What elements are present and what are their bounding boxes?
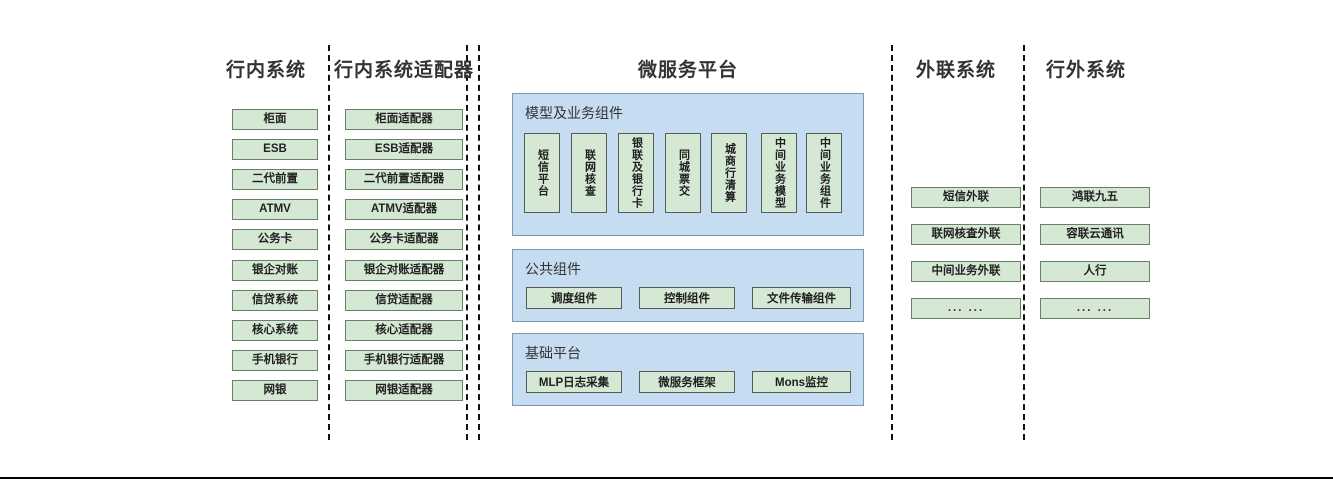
list-item[interactable]: 银企对账 [232, 260, 318, 281]
component-node[interactable]: 文件传输组件 [752, 287, 851, 309]
column-header-internal-systems: 行内系统 [225, 60, 306, 81]
vertical-node[interactable]: 城商行清算 [711, 133, 747, 213]
component-node[interactable]: MLP日志采集 [526, 371, 622, 393]
list-item[interactable]: ATMV适配器 [345, 199, 463, 220]
divider-adapter-platform-left [466, 45, 468, 440]
column-header-internal-adapters: 行内系统适配器 [333, 60, 474, 81]
column-header-outside-bank-systems: 行外系统 [1045, 60, 1126, 81]
component-node[interactable]: 调度组件 [526, 287, 622, 309]
list-item[interactable]: 核心适配器 [345, 320, 463, 341]
vertical-node-label: 城商行清算 [723, 143, 736, 203]
vertical-node-label: 中间业务组件 [818, 137, 831, 209]
list-item[interactable]: 容联云通讯 [1040, 224, 1150, 245]
panel-public-components: 公共组件 [512, 249, 864, 322]
vertical-node[interactable]: 银联及银行卡 [618, 133, 654, 213]
panel-base-platform: 基础平台 [512, 333, 864, 406]
list-item[interactable]: 人行 [1040, 261, 1150, 282]
list-item[interactable]: 信贷适配器 [345, 290, 463, 311]
list-item[interactable]: 柜面适配器 [345, 109, 463, 130]
list-item[interactable]: ESB [232, 139, 318, 160]
list-item[interactable]: 网银 [232, 380, 318, 401]
vertical-node-label: 中间业务模型 [773, 137, 786, 209]
vertical-node-label: 短信平台 [536, 149, 549, 197]
list-item[interactable]: 鸿联九五 [1040, 187, 1150, 208]
list-item[interactable]: 二代前置 [232, 169, 318, 190]
vertical-node[interactable]: 同城票交 [665, 133, 701, 213]
list-item[interactable]: 公务卡 [232, 229, 318, 250]
vertical-node[interactable]: 中间业务模型 [761, 133, 797, 213]
component-node[interactable]: 控制组件 [639, 287, 735, 309]
list-item[interactable]: ESB适配器 [345, 139, 463, 160]
divider-platform-external [891, 45, 893, 440]
panel-title-public-components: 公共组件 [525, 261, 581, 277]
vertical-node-label: 银联及银行卡 [630, 137, 643, 209]
column-header-external-link-systems: 外联系统 [915, 60, 996, 81]
list-item[interactable]: 中间业务外联 [911, 261, 1021, 282]
vertical-node[interactable]: 联网核查 [571, 133, 607, 213]
list-item[interactable]: 手机银行适配器 [345, 350, 463, 371]
list-item[interactable]: 公务卡适配器 [345, 229, 463, 250]
bottom-rule [0, 477, 1333, 479]
list-item[interactable]: 柜面 [232, 109, 318, 130]
vertical-node[interactable]: 短信平台 [524, 133, 560, 213]
list-item[interactable]: 手机银行 [232, 350, 318, 371]
vertical-node-label: 联网核查 [583, 149, 596, 197]
list-item[interactable]: ... ... [1040, 298, 1150, 319]
list-item[interactable]: 网银适配器 [345, 380, 463, 401]
list-item[interactable]: 联网核查外联 [911, 224, 1021, 245]
list-item[interactable]: 银企对账适配器 [345, 260, 463, 281]
divider-external-outside [1023, 45, 1025, 440]
divider-internal-adapter [328, 45, 330, 440]
vertical-node[interactable]: 中间业务组件 [806, 133, 842, 213]
list-item[interactable]: 短信外联 [911, 187, 1021, 208]
panel-title-base-platform: 基础平台 [525, 345, 581, 361]
vertical-node-label: 同城票交 [677, 149, 690, 197]
divider-adapter-platform-right [478, 45, 480, 440]
list-item[interactable]: 信贷系统 [232, 290, 318, 311]
list-item[interactable]: 二代前置适配器 [345, 169, 463, 190]
list-item[interactable]: 核心系统 [232, 320, 318, 341]
column-header-microservice-platform: 微服务平台 [637, 60, 738, 81]
component-node[interactable]: 微服务框架 [639, 371, 735, 393]
panel-title-model-business: 模型及业务组件 [525, 105, 623, 121]
component-node[interactable]: Mons监控 [752, 371, 851, 393]
list-item[interactable]: ... ... [911, 298, 1021, 319]
list-item[interactable]: ATMV [232, 199, 318, 220]
